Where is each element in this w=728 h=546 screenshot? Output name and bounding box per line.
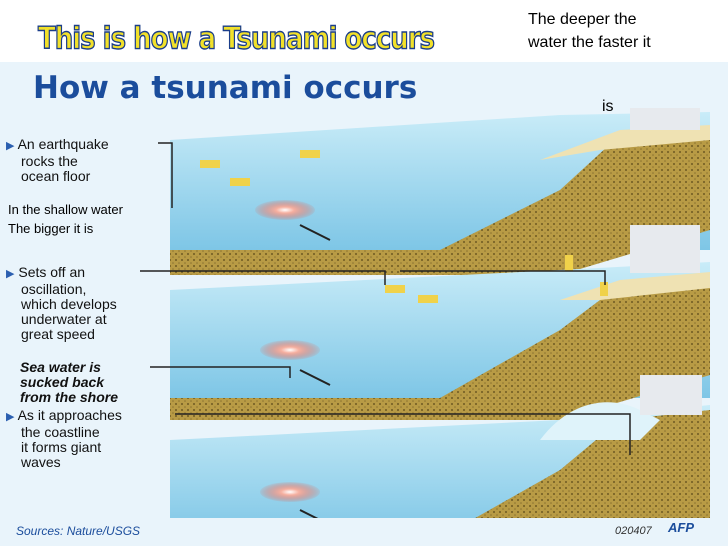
callout-line-1 <box>158 142 173 208</box>
infographic-heading: How a tsunami occurs <box>33 70 418 106</box>
deeper-note-line-2: water the faster it <box>528 34 651 51</box>
step2-line-1: ▶ Sets off an <box>6 264 86 281</box>
step3-line-3: it forms giant <box>21 439 102 455</box>
step2b-line-3: from the shore <box>20 389 119 405</box>
epicenter-ripple-3 <box>260 482 320 502</box>
callout-line-3 <box>150 366 291 378</box>
deeper-note-line-1: The deeper the <box>528 11 637 28</box>
triangle-bullet-icon: ▶ <box>6 268 15 280</box>
sources-credit: Sources: Nature/USGS <box>16 524 141 538</box>
triangle-bullet-icon: ▶ <box>6 411 15 423</box>
tsunami-infographic <box>0 62 728 546</box>
callout-line-2 <box>140 270 386 285</box>
epicenter-ripple-2 <box>260 340 320 360</box>
epicenter-ripple-1 <box>255 200 315 220</box>
step2b-callout: Sea water is sucked back from the shore <box>20 360 118 405</box>
step2-line-4: underwater at <box>21 311 107 327</box>
step2-line-5: great speed <box>21 326 95 342</box>
step2-line-2: oscillation, <box>21 281 87 297</box>
shallow-water-note: In the shallow water The bigger it is <box>8 200 123 238</box>
step3-line-2: the coastline <box>21 424 100 440</box>
step2b-line-2: sucked back <box>20 374 105 390</box>
deeper-water-note: The deeper the water the faster it <box>528 8 651 54</box>
shallow-note-line-1: In the shallow water <box>8 202 123 217</box>
step2b-line-1: Sea water is <box>20 359 101 375</box>
deeper-note-line-3: is <box>602 98 614 115</box>
step2-line-3: which develops <box>21 296 117 312</box>
shallow-note-line-2: The bigger it is <box>8 221 94 236</box>
triangle-bullet-icon: ▶ <box>6 140 15 152</box>
callout-line-2b <box>400 270 606 285</box>
step3-line-4: waves <box>21 454 61 470</box>
step1-line-3: ocean floor <box>21 168 91 184</box>
panel-earthquake <box>170 108 710 275</box>
panel-oscillation <box>170 225 710 420</box>
agency-logo: AFP <box>668 520 694 535</box>
step2-callout: ▶ Sets off an oscillation, which develop… <box>6 265 117 342</box>
step3-callout: ▶ As it approaches the coastline it form… <box>6 408 122 470</box>
slide-title: This is how a Tsunami occurs <box>37 21 435 57</box>
graphic-code: 020407 <box>615 525 652 537</box>
step1-line-2: rocks the <box>21 153 78 169</box>
step1-callout: ▶ An earthquake rocks the ocean floor <box>6 137 109 184</box>
step1-line-1: ▶ An earthquake <box>6 136 109 153</box>
step3-line-1: ▶ As it approaches <box>6 407 122 424</box>
callout-line-4 <box>175 413 631 455</box>
